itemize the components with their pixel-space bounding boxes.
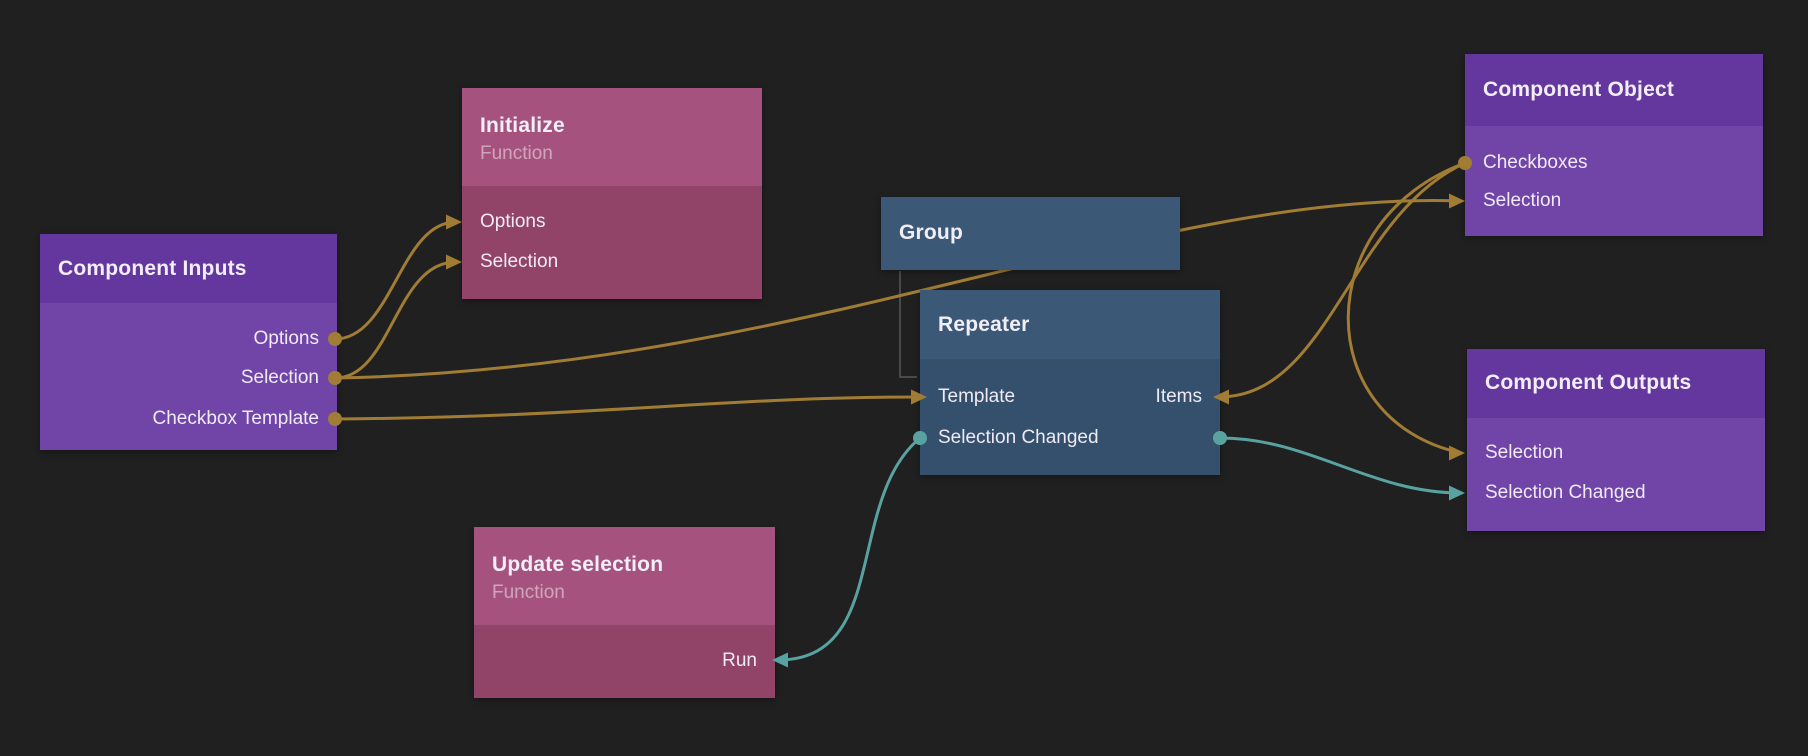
node-header-component-outputs[interactable]: Component Outputs bbox=[1467, 349, 1765, 418]
node-title: Component Outputs bbox=[1485, 371, 1692, 394]
node-title: Update selection bbox=[492, 553, 664, 576]
wire-inputs-selection-to-object-selection[interactable] bbox=[333, 199, 1461, 380]
node-header-component-object[interactable]: Component Object bbox=[1465, 54, 1763, 126]
wire-inputs-selection-to-initialize-selection[interactable] bbox=[333, 260, 458, 380]
group-to-repeater-parent-link bbox=[899, 271, 917, 378]
port-label-selection[interactable]: Selection bbox=[1485, 442, 1564, 463]
node-header-group[interactable]: Group bbox=[881, 197, 1180, 270]
wire-repeater-selection-changed-to-update-selection-run[interactable] bbox=[776, 436, 922, 662]
node-title: Group bbox=[899, 221, 963, 244]
node-title: Component Object bbox=[1483, 78, 1675, 101]
wire-object-checkboxes-to-repeater-items[interactable] bbox=[1217, 161, 1467, 399]
wire-inputs-checkbox-template-to-repeater-template[interactable] bbox=[333, 395, 923, 421]
port-label-template[interactable]: Template bbox=[938, 386, 1016, 407]
node-header-component-inputs[interactable]: Component Inputs bbox=[40, 234, 337, 303]
port-label-options[interactable]: Options bbox=[480, 211, 546, 232]
node-title: Repeater bbox=[938, 313, 1030, 336]
port-label-options[interactable]: Options bbox=[253, 328, 319, 349]
port-label-items[interactable]: Items bbox=[1155, 386, 1202, 407]
node-title: Component Inputs bbox=[58, 257, 247, 280]
port-label-selection[interactable]: Selection bbox=[1483, 190, 1562, 211]
node-header-repeater[interactable]: Repeater bbox=[920, 290, 1220, 359]
port-label-selection[interactable]: Selection bbox=[480, 251, 559, 272]
wire-object-checkboxes-to-outputs-selection[interactable] bbox=[1346, 161, 1467, 455]
node-title: Initialize bbox=[480, 114, 565, 137]
port-label-checkboxes[interactable]: Checkboxes bbox=[1483, 152, 1588, 173]
port-label-checkbox-template[interactable]: Checkbox Template bbox=[152, 408, 319, 429]
wire-repeater-selection-changed-to-outputs-selection-changed[interactable] bbox=[1218, 436, 1463, 495]
port-label-selection-changed[interactable]: Selection Changed bbox=[938, 427, 1099, 448]
port-label-selection[interactable]: Selection bbox=[240, 367, 319, 388]
port-label-selection-changed[interactable]: Selection Changed bbox=[1485, 482, 1646, 503]
node-group[interactable]: Group bbox=[881, 197, 1180, 270]
port-label-run[interactable]: Run bbox=[722, 650, 757, 671]
node-subtitle: Function bbox=[492, 582, 565, 603]
wire-inputs-options-to-initialize-options[interactable] bbox=[333, 220, 458, 341]
node-subtitle: Function bbox=[480, 143, 553, 164]
